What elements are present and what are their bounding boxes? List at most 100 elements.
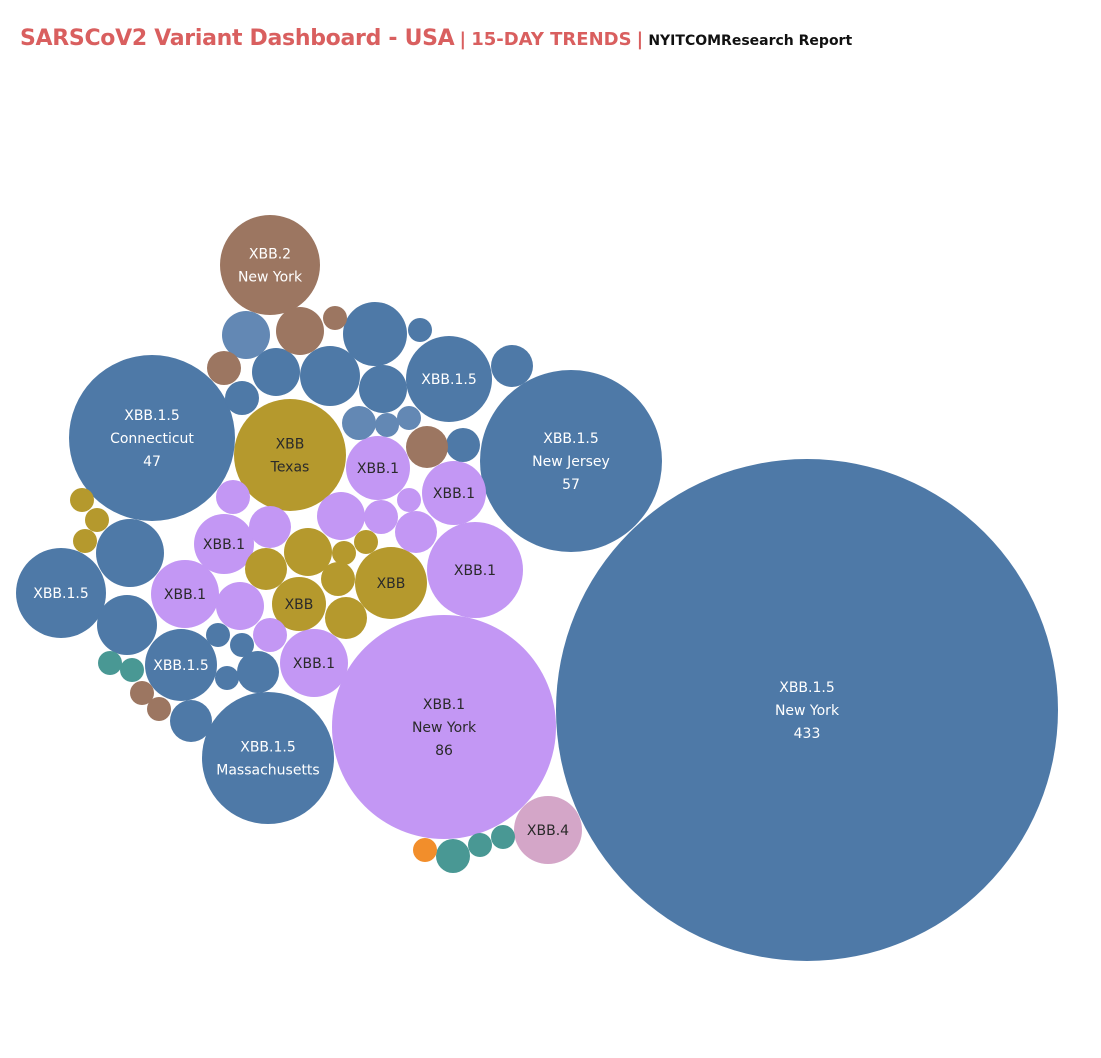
bubble-xbb-1-5-new-york[interactable] xyxy=(556,459,1058,961)
bubble-xbb-1-5-light[interactable] xyxy=(375,413,399,437)
bubble-label-xbb-texas-0: XBB xyxy=(276,437,305,453)
bubble-label-xbb-1-5-new-york-0: XBB.1.5 xyxy=(779,680,835,696)
bubble-xbb-2[interactable] xyxy=(276,307,324,355)
bubble-xbb-1-5-light[interactable] xyxy=(342,406,376,440)
dashboard-title: SARSCoV2 Variant Dashboard - USA xyxy=(20,26,455,51)
bubble-bq-1[interactable] xyxy=(468,833,492,857)
bubble-xbb-1-5[interactable] xyxy=(170,700,212,742)
bubble-xbb[interactable] xyxy=(73,529,97,553)
bubble-xbb[interactable] xyxy=(332,541,356,565)
bubble-xbb-1-5-light[interactable] xyxy=(222,311,270,359)
bubble-xbb-1-5[interactable] xyxy=(97,595,157,655)
bubble-xbb-1[interactable] xyxy=(280,629,348,697)
bubble-xbb-1-5[interactable] xyxy=(206,623,230,647)
bubble-xbb-1-5[interactable] xyxy=(406,336,492,422)
bubble-xbb-1[interactable] xyxy=(364,500,398,534)
bubble-xbb-1[interactable] xyxy=(427,522,523,618)
bubble-xbb[interactable] xyxy=(355,547,427,619)
bubble-xbb-2[interactable] xyxy=(207,351,241,385)
bubble-xbb[interactable] xyxy=(70,488,94,512)
bubble-label-xbb-1-5-connecticut-1: Connecticut xyxy=(110,431,194,447)
bubble-xbb-1-5[interactable] xyxy=(225,381,259,415)
bubble-xbb-1-5[interactable] xyxy=(408,318,432,342)
dashboard-subtitle: 15-DAY TRENDS xyxy=(471,29,632,50)
bubble-xbb-1[interactable] xyxy=(317,492,365,540)
bubble-xbb-texas[interactable] xyxy=(234,399,346,511)
bubble-label-xbb-1-0: XBB.1 xyxy=(203,537,245,553)
dashboard-header: SARSCoV2 Variant Dashboard - USA | 15-DA… xyxy=(20,26,852,51)
bubble-xbb-2[interactable] xyxy=(323,306,347,330)
bubble-xbb-1-5[interactable] xyxy=(237,651,279,693)
bubble-xbb-1-5[interactable] xyxy=(359,365,407,413)
bubble-label-xbb-1-0: XBB.1 xyxy=(433,486,475,502)
bubble-xbb-4[interactable] xyxy=(514,796,582,864)
bubble-bq-1[interactable] xyxy=(120,658,144,682)
bubble-label-xbb-1-5-0: XBB.1.5 xyxy=(421,372,477,388)
bubble-xbb-1-5[interactable] xyxy=(16,548,106,638)
bubble-label-xbb-4-0: XBB.4 xyxy=(527,823,569,839)
bubble-xbb-1-5[interactable] xyxy=(145,629,217,701)
bubble-xbb-2[interactable] xyxy=(130,681,154,705)
bubble-label-xbb-0: XBB xyxy=(377,576,406,592)
bubble-label-xbb-1-5-0: XBB.1.5 xyxy=(153,658,209,674)
bubble-xbb-1[interactable] xyxy=(216,480,250,514)
bubble-xbb-1[interactable] xyxy=(346,436,410,500)
bubble-label-xbb-1-5-new-york-2: 433 xyxy=(794,726,821,742)
bubble-label-xbb-1-0: XBB.1 xyxy=(454,563,496,579)
bubble-xbb[interactable] xyxy=(284,528,332,576)
bubble-xbb-1-5[interactable] xyxy=(252,348,300,396)
bubble-xbb-1-5[interactable] xyxy=(491,345,533,387)
bubble-label-xbb-1-5-connecticut-0: XBB.1.5 xyxy=(124,408,180,424)
bubble-xbb-1[interactable] xyxy=(194,514,254,574)
bubble-xbb[interactable] xyxy=(325,597,367,639)
bubble-xbb-1-5[interactable] xyxy=(215,666,239,690)
bubble-xbb-2[interactable] xyxy=(147,697,171,721)
bubble-label-xbb-texas-1: Texas xyxy=(270,460,310,476)
bubble-orange[interactable] xyxy=(413,838,437,862)
bubble-xbb-1-5[interactable] xyxy=(230,633,254,657)
bubble-bq-1[interactable] xyxy=(491,825,515,849)
bubble-xbb-1[interactable] xyxy=(422,461,486,525)
bubble-label-xbb-1-new-york-0: XBB.1 xyxy=(423,697,465,713)
bubble-xbb-1[interactable] xyxy=(397,488,421,512)
bubble-xbb-1-new-york[interactable] xyxy=(332,615,556,839)
bubble-xbb-1-5[interactable] xyxy=(300,346,360,406)
bubble-label-xbb-1-5-connecticut-2: 47 xyxy=(143,454,161,470)
bubble-label-xbb-1-new-york-2: 86 xyxy=(435,743,453,759)
bubble-xbb[interactable] xyxy=(321,562,355,596)
bubble-xbb-2[interactable] xyxy=(406,426,448,468)
bubble-xbb-1[interactable] xyxy=(216,582,264,630)
bubble-bq-1[interactable] xyxy=(436,839,470,873)
bubble-label-xbb-1-5-massachusetts-1: Massachusetts xyxy=(216,763,319,779)
bubble-label-xbb-1-0: XBB.1 xyxy=(357,461,399,477)
bubble-label-xbb-1-5-massachusetts-0: XBB.1.5 xyxy=(240,740,296,756)
bubble-xbb-1-5[interactable] xyxy=(96,519,164,587)
bubble-bq-1[interactable] xyxy=(98,651,122,675)
subtitle-separator: | xyxy=(636,29,644,50)
bubble-xbb-1-5[interactable] xyxy=(343,302,407,366)
bubble-label-xbb-1-0: XBB.1 xyxy=(293,656,335,672)
bubble-label-xbb-1-0: XBB.1 xyxy=(164,587,206,603)
bubble-xbb-1-5-new-jersey[interactable] xyxy=(480,370,662,552)
bubble-label-xbb-1-5-new-jersey-2: 57 xyxy=(562,477,580,493)
bubble-xbb[interactable] xyxy=(272,577,326,631)
bubble-xbb-1-5-massachusetts[interactable] xyxy=(202,692,334,824)
bubble-xbb-1[interactable] xyxy=(395,511,437,553)
bubble-xbb-1[interactable] xyxy=(253,618,287,652)
bubble-label-xbb-1-5-0: XBB.1.5 xyxy=(33,586,89,602)
bubble-xbb-1-5-light[interactable] xyxy=(397,406,421,430)
bubble-xbb-1-5-connecticut[interactable] xyxy=(69,355,235,521)
bubble-xbb[interactable] xyxy=(85,508,109,532)
bubble-xbb-2-new-york[interactable] xyxy=(220,215,320,315)
bubble-xbb[interactable] xyxy=(354,530,378,554)
bubble-xbb-1[interactable] xyxy=(151,560,219,628)
bubble-label-xbb-2-new-york-1: New York xyxy=(238,270,303,286)
bubble-label-xbb-1-5-new-jersey-0: XBB.1.5 xyxy=(543,431,599,447)
bubble-label-xbb-2-new-york-0: XBB.2 xyxy=(249,247,291,263)
report-source: NYITCOMResearch Report xyxy=(648,33,853,49)
bubble-xbb-1[interactable] xyxy=(249,506,291,548)
bubble-label-xbb-1-new-york-1: New York xyxy=(412,720,477,736)
bubble-xbb[interactable] xyxy=(245,548,287,590)
bubble-xbb-1-5[interactable] xyxy=(446,428,480,462)
